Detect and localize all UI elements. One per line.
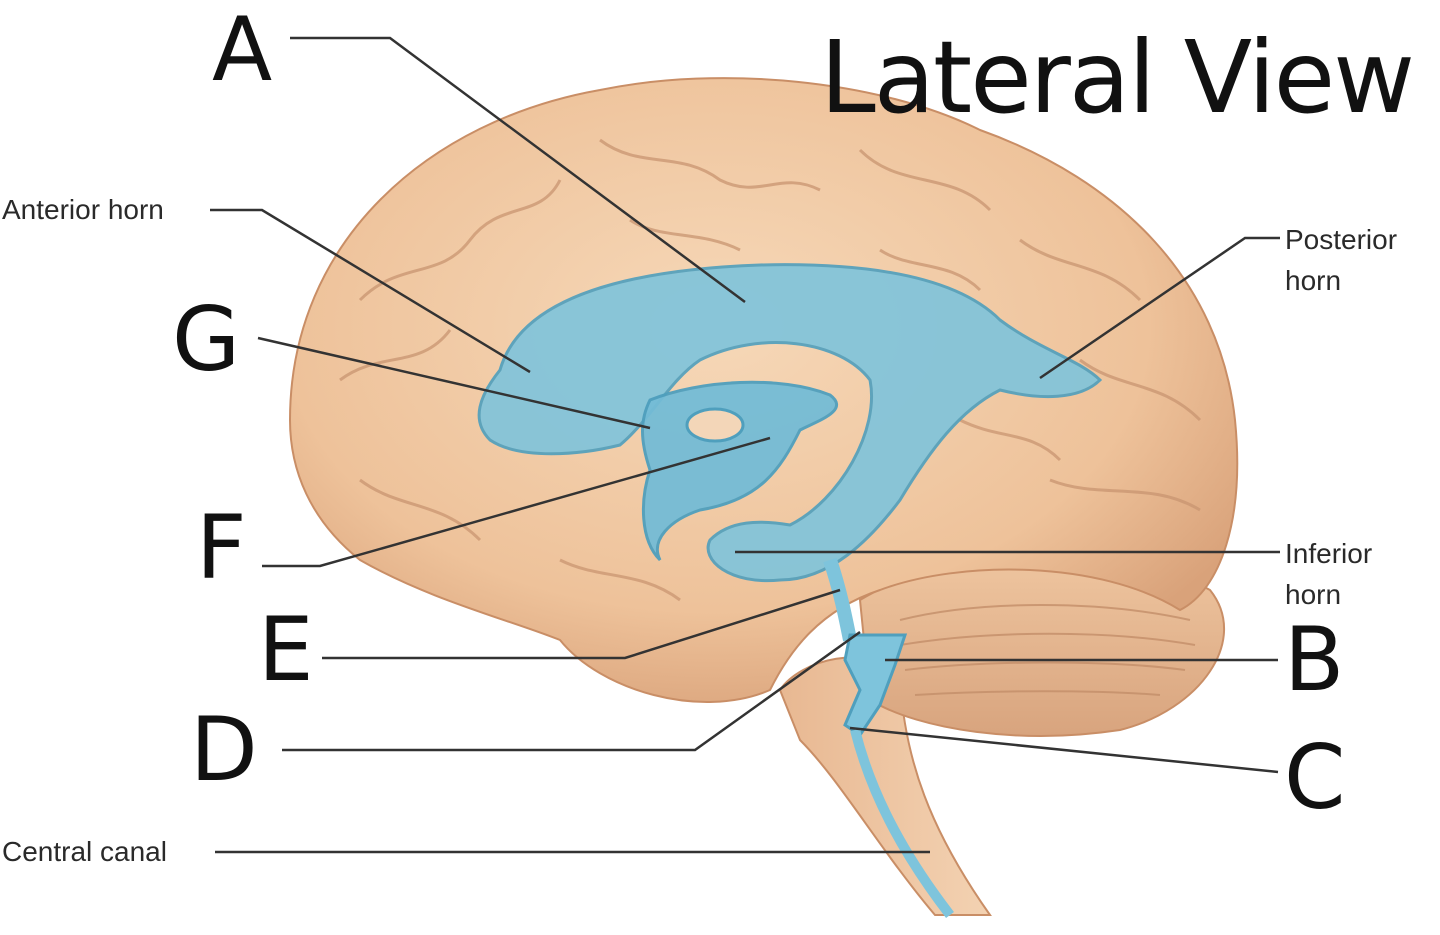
label-posterior-horn-line2: horn: [1285, 264, 1342, 296]
leader-c: [849, 726, 1279, 774]
label-inferior-horn: Inferior horn: [1285, 534, 1372, 615]
label-letter-a: A: [212, 0, 273, 101]
cerebellum-folia: [899, 604, 1196, 696]
label-posterior-horn: Posterior horn: [1285, 220, 1397, 301]
label-letter-b: B: [1284, 608, 1345, 711]
label-letter-c: C: [1284, 726, 1346, 829]
central-canal-line: [850, 728, 954, 919]
label-letter-g: G: [172, 288, 241, 391]
leader-g: [257, 336, 651, 430]
leader-posterior-horn: [1039, 236, 1280, 380]
leader-e: [322, 588, 841, 660]
leader-lines: [210, 36, 1280, 854]
label-anterior-horn: Anterior horn: [2, 194, 164, 225]
interthalamic-adhesion: [685, 407, 745, 443]
cerebrum-gyri: [339, 138, 1202, 602]
label-inferior-horn-line2: horn: [1285, 578, 1342, 610]
leader-f: [262, 436, 771, 568]
leader-anterior-horn: [210, 208, 531, 374]
label-letter-d: D: [190, 698, 258, 801]
label-inferior-horn-line1: Inferior: [1285, 538, 1373, 569]
leader-a: [290, 36, 746, 304]
cerebral-aqueduct: [823, 557, 857, 642]
label-letter-f: F: [196, 496, 247, 599]
label-posterior-horn-line1: Posterior: [1285, 224, 1398, 255]
diagram-title: Lateral View: [820, 19, 1415, 136]
label-central-canal: Central canal: [2, 836, 167, 867]
label-letter-e: E: [258, 598, 314, 701]
leader-d: [282, 630, 861, 752]
